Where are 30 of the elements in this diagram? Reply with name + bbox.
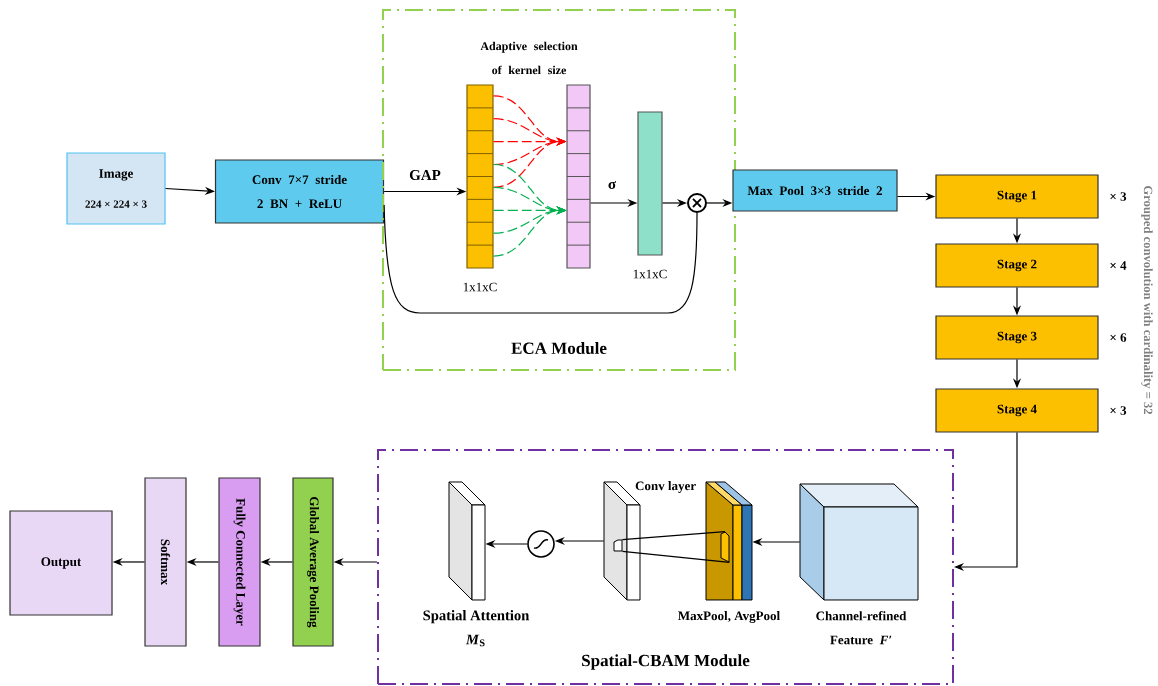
sigmoid-symbol (527, 530, 555, 558)
stage-box: Stage 1 (935, 174, 1099, 219)
output-box: Output (9, 510, 113, 616)
node-label: Channel-refined Feature F′ (816, 611, 907, 645)
layer-box: Fully Connected Layer (218, 477, 261, 647)
side-note: Grouped convolution with cardinality = 32 (1141, 186, 1153, 415)
multiply-symbol (687, 193, 707, 213)
layer-box: Global Average Pooling (292, 477, 334, 647)
stage-box: Stage 4 (935, 388, 1099, 433)
stage-box: Stage 2 (935, 243, 1099, 288)
layer-box: Softmax (144, 477, 187, 647)
dimension-label: 1x1xC (463, 282, 497, 292)
module-title: ECA Module (511, 342, 607, 354)
module-title: Spatial-CBAM Module (582, 654, 750, 670)
repeat-count: × 3 (1110, 406, 1127, 415)
repeat-count: × 4 (1110, 261, 1127, 270)
node-label: Conv layer (635, 481, 696, 493)
channel-vector (566, 84, 591, 269)
edge-label: GAP (407, 167, 443, 183)
node-label: MaxPool, AvgPool (678, 611, 780, 623)
annotation-text: Adaptive selection of kernel size (480, 41, 578, 75)
repeat-count: × 6 (1110, 333, 1127, 342)
stage-box: Stage 3 (935, 315, 1099, 360)
node-label: Spatial Attention M$_{S}$ (423, 610, 530, 647)
repeat-count: × 3 (1110, 192, 1127, 201)
dimension-label: 1x1xC (633, 269, 667, 279)
edge-label: σ (605, 179, 619, 191)
layer-box: Max Pool 3×3 stride 2 (732, 169, 898, 212)
input-box: Image 224 × 224 × 3 (66, 152, 166, 225)
layer-box: Conv 7×7 stride 2 BN + ReLU (214, 159, 385, 224)
